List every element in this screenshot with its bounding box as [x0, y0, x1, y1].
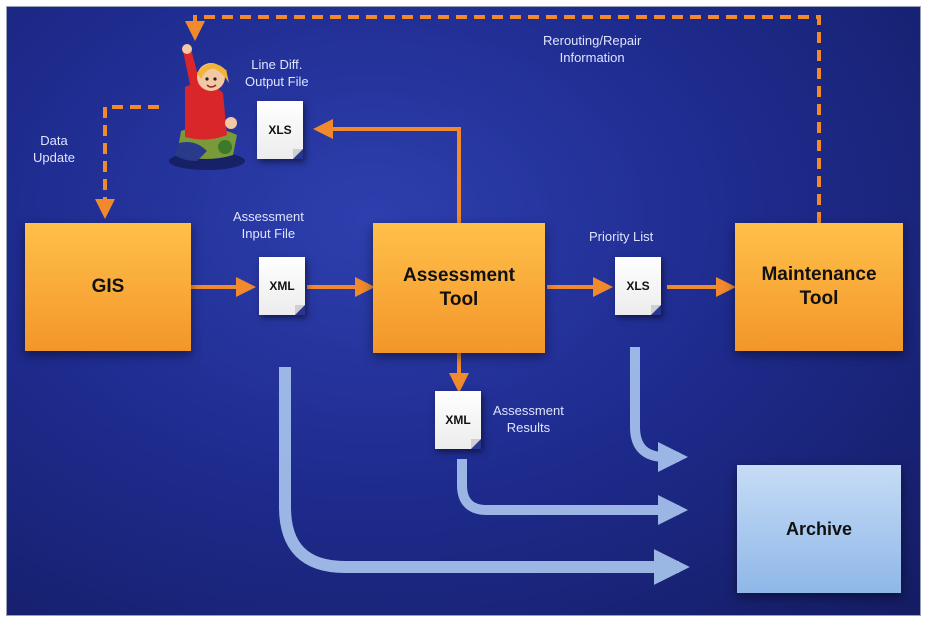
assessment-input-xml-document-icon: XML	[259, 257, 305, 315]
data-update-line1: Data	[40, 133, 68, 148]
assessment-results-line1: Assessment	[493, 403, 564, 418]
assessment-input-doc-type: XML	[269, 279, 295, 293]
line-diff-line2: Output File	[245, 73, 309, 89]
rerouting-line2: Information	[559, 49, 625, 65]
arrow-data-update	[95, 105, 159, 219]
assessment-input-line1: Assessment	[233, 209, 304, 224]
line-diff-xls-document-icon: XLS	[257, 101, 303, 159]
assessment-results-doc-type: XML	[445, 413, 471, 427]
arrow-tool-to-linediff	[313, 119, 461, 223]
assessment-input-file-label: Assessment Input File	[233, 209, 304, 243]
data-update-line2: Update	[33, 149, 75, 165]
rerouting-repair-label: Rerouting/Repair Information	[543, 33, 641, 67]
line-diff-output-label: Line Diff. Output File	[245, 57, 309, 91]
assessment-results-label: Assessment Results	[493, 403, 564, 437]
line-diff-doc-type: XLS	[268, 123, 292, 137]
arrow-results-to-archive	[457, 459, 688, 525]
person-illustration	[169, 44, 245, 170]
assessment-tool-box: Assessment Tool	[373, 223, 545, 353]
priority-list-text: Priority List	[589, 229, 654, 244]
data-update-label: Data Update	[33, 133, 75, 167]
maintenance-tool-box: Maintenance Tool	[735, 223, 903, 351]
gis-box: GIS	[25, 223, 191, 351]
arrow-input-to-archive	[279, 367, 690, 585]
assessment-tool-label-line1: Assessment	[403, 265, 515, 287]
line-diff-line1: Line Diff.	[251, 57, 303, 72]
diagram-canvas: GIS Assessment Tool Maintenance Tool Arc…	[6, 6, 921, 616]
assessment-input-line2: Input File	[241, 225, 296, 241]
arrow-priority-to-archive	[630, 347, 688, 472]
archive-box: Archive	[737, 465, 901, 593]
maintenance-tool-label-line1: Maintenance	[761, 264, 877, 286]
priority-list-doc-type: XLS	[626, 279, 650, 293]
rerouting-line1: Rerouting/Repair	[543, 33, 642, 48]
assessment-results-xml-document-icon: XML	[435, 391, 481, 449]
gis-label: GIS	[91, 276, 125, 298]
maintenance-tool-label-line2: Tool	[799, 288, 839, 309]
archive-label: Archive	[785, 518, 853, 539]
assessment-tool-label-line2: Tool	[439, 289, 479, 310]
priority-list-xls-document-icon: XLS	[615, 257, 661, 315]
priority-list-label: Priority List	[589, 229, 653, 246]
assessment-results-line2: Results	[506, 419, 551, 435]
diagram-connectors	[95, 15, 821, 585]
